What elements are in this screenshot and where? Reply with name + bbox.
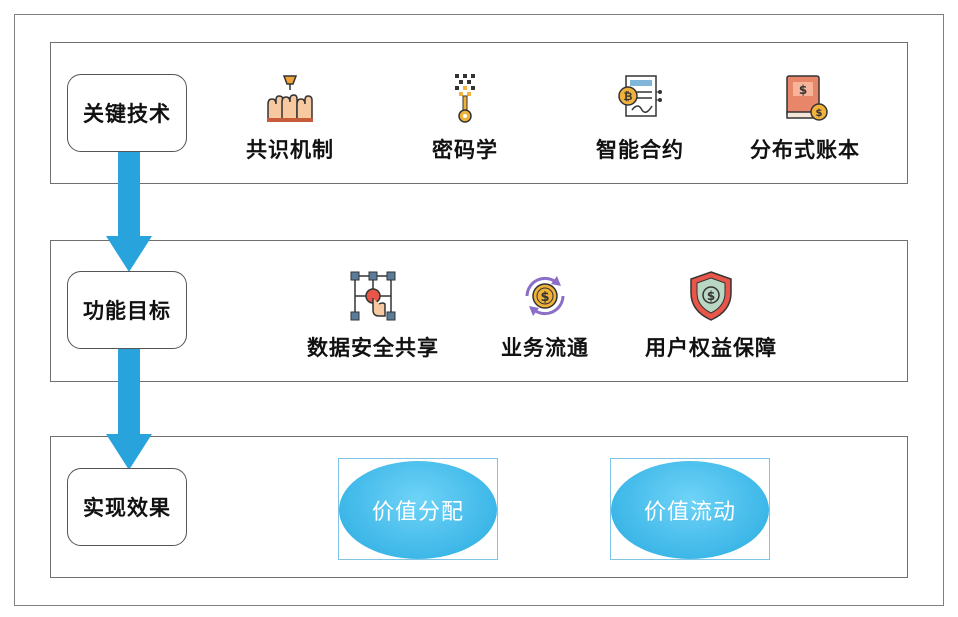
- outcome-value-flow: 价值流动: [610, 458, 770, 560]
- item-consensus-label: 共识机制: [246, 138, 334, 162]
- label-outcomes: 实现效果: [67, 468, 187, 546]
- outcome-value-flow-label: 价值流动: [611, 461, 769, 559]
- label-functional-goals: 功能目标: [67, 271, 187, 349]
- item-business-circulation-label: 业务流通: [501, 336, 589, 360]
- item-user-rights: $ 用户权益保障: [636, 268, 786, 362]
- item-data-sharing: 数据安全共享: [298, 268, 448, 362]
- down-arrow-2: [106, 348, 152, 470]
- cryptography-key-icon: [455, 74, 475, 123]
- smart-contract-icon: ₿: [618, 75, 662, 117]
- row-key-technologies: [50, 42, 908, 184]
- network-share-icon: [350, 271, 396, 321]
- item-user-rights-label: 用户权益保障: [645, 336, 777, 360]
- item-cryptography: 密码学: [410, 70, 520, 164]
- consensus-hands-icon: [267, 75, 313, 122]
- down-arrow-1: [106, 150, 152, 272]
- shield-dollar-icon: $: [690, 271, 732, 321]
- item-data-sharing-label: 数据安全共享: [307, 336, 439, 360]
- item-distributed-ledger: $ $ 分布式账本: [730, 70, 880, 164]
- item-smart-contract: ₿ 智能合约: [575, 70, 705, 164]
- svg-text:$: $: [707, 289, 715, 303]
- label-key-technologies: 关键技术: [67, 74, 187, 152]
- svg-text:$: $: [799, 83, 807, 97]
- svg-text:$: $: [816, 108, 823, 119]
- outcome-value-distribution-label: 价值分配: [339, 461, 497, 559]
- item-business-circulation: $ 业务流通: [490, 268, 600, 362]
- item-smart-contract-label: 智能合约: [596, 138, 684, 162]
- outcome-value-distribution: 价值分配: [338, 458, 498, 560]
- item-consensus: 共识机制: [235, 70, 345, 164]
- item-distributed-ledger-label: 分布式账本: [750, 138, 860, 162]
- svg-text:₿: ₿: [624, 90, 633, 103]
- row-functional-goals: [50, 240, 908, 382]
- item-cryptography-label: 密码学: [432, 138, 498, 162]
- money-circulation-icon: $: [525, 276, 565, 316]
- svg-text:$: $: [540, 290, 549, 305]
- ledger-book-icon: $ $: [786, 75, 828, 121]
